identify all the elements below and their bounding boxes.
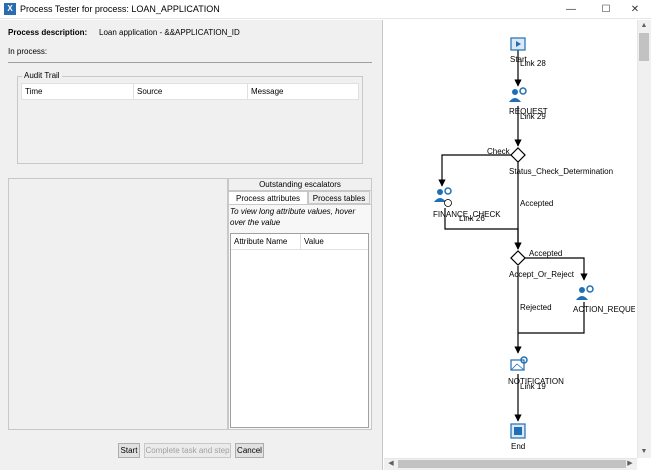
- in-process-label: In process:: [8, 47, 48, 56]
- scroll-left-icon[interactable]: ◀: [388, 460, 394, 467]
- node-label-action-request: ACTION_REQUEST: [573, 305, 635, 314]
- process-description-value: Loan application - &&APPLICATION_ID: [99, 28, 240, 37]
- close-button[interactable]: ✕: [630, 4, 640, 15]
- node-label-status-check: Status_Check_Determination: [509, 167, 613, 176]
- column-header-time[interactable]: Time: [22, 84, 134, 99]
- link-label-29: Link 29: [520, 112, 546, 121]
- gear-icon: [519, 87, 527, 95]
- app-icon: X: [4, 3, 16, 15]
- attributes-table-header: Attribute Name Value: [231, 234, 368, 250]
- process-description-label: Process description:: [8, 28, 88, 37]
- scroll-right-icon[interactable]: ▶: [627, 460, 633, 467]
- task-panel: [8, 178, 228, 430]
- gear-icon: [520, 356, 528, 364]
- column-header-value[interactable]: Value: [304, 237, 324, 246]
- window-title: Process Tester for process: LOAN_APPLICA…: [20, 4, 220, 14]
- node-label-start: Start: [510, 55, 528, 64]
- accept-reject-gateway[interactable]: [510, 250, 526, 266]
- link-label-accepted-2: Accepted: [529, 249, 562, 258]
- complete-task-button[interactable]: Complete task and step: [144, 443, 231, 458]
- user-task-icon: [512, 89, 518, 95]
- diagram-canvas: Start REQUEST Status_Check_Determination…: [433, 37, 646, 451]
- action-request-node[interactable]: [576, 285, 594, 300]
- node-label-end: End: [511, 442, 525, 451]
- start-button[interactable]: Start: [118, 443, 140, 458]
- link-label-28: Link 28: [520, 59, 546, 68]
- attributes-table[interactable]: Attribute Name Value: [230, 233, 369, 428]
- finance-check-node[interactable]: [434, 187, 452, 207]
- user-task-icon: [579, 287, 585, 293]
- link-26[interactable]: [444, 208, 522, 250]
- node-label-accept-or-reject: Accept_Or_Reject: [509, 270, 575, 279]
- tab-process-attributes[interactable]: Process attributes: [228, 191, 308, 204]
- hover-hint-text: To view long attribute values, hover ove…: [230, 207, 356, 227]
- user-task-icon: [437, 189, 443, 195]
- title-bar: [0, 0, 651, 19]
- audit-trail-group: [17, 76, 363, 164]
- link-label-26: Link 26: [459, 214, 485, 223]
- link-label-19: Link 19: [520, 382, 546, 391]
- link-check[interactable]: [438, 154, 512, 187]
- link-label-accepted-1: Accepted: [520, 199, 553, 208]
- vertical-scroll-thumb[interactable]: [639, 33, 649, 61]
- node-label-notification: NOTIFICATION: [508, 377, 564, 386]
- maximize-button[interactable]: ☐: [601, 4, 611, 15]
- horizontal-scroll-thumb[interactable]: [398, 460, 626, 468]
- column-header-source[interactable]: Source: [134, 84, 248, 99]
- link-accepted-2[interactable]: [524, 257, 588, 281]
- vertical-scrollbar[interactable]: [637, 20, 651, 458]
- tab-outstanding-escalators[interactable]: Outstanding escalators: [228, 179, 372, 191]
- gear-icon: [586, 285, 594, 293]
- notification-icon: [510, 359, 525, 371]
- end-node[interactable]: [510, 423, 526, 439]
- separator: [8, 62, 372, 63]
- link-label-rejected: Rejected: [520, 303, 552, 312]
- tab-process-tables[interactable]: Process tables: [308, 191, 370, 204]
- request-node[interactable]: [509, 87, 527, 102]
- scroll-up-icon[interactable]: ▲: [640, 22, 648, 29]
- process-diagram[interactable]: Start REQUEST Status_Check_Determination…: [384, 20, 646, 458]
- status-check-gateway[interactable]: [510, 147, 526, 163]
- column-header-attribute-name[interactable]: Attribute Name: [231, 234, 301, 249]
- scroll-down-icon[interactable]: ▼: [640, 448, 648, 455]
- notification-node[interactable]: [510, 356, 528, 371]
- cancel-button[interactable]: Cancel: [235, 443, 264, 458]
- start-node[interactable]: [510, 37, 526, 51]
- link-label-check: Check: [487, 147, 511, 156]
- node-label-finance-check: FINANCE_CHECK: [433, 210, 501, 219]
- audit-trail-table[interactable]: Time Source Message: [21, 83, 359, 100]
- link-action-merge[interactable]: [518, 302, 585, 334]
- gear-icon: [444, 187, 452, 195]
- minimize-button[interactable]: —: [566, 4, 576, 15]
- audit-trail-legend: Audit Trail: [22, 71, 62, 80]
- column-header-message[interactable]: Message: [251, 87, 284, 96]
- node-label-request: REQUEST: [509, 107, 548, 116]
- timer-icon: [444, 199, 452, 207]
